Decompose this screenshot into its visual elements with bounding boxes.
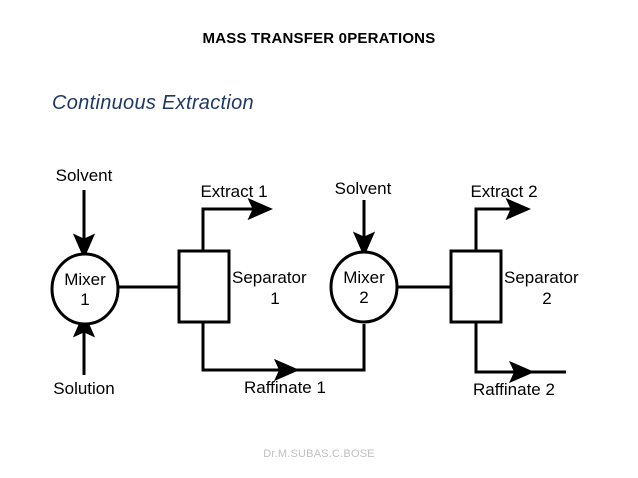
stage2-mixer-shape: [329, 250, 399, 324]
stage2-separator-label-line1: Separator: [504, 268, 579, 287]
slide-footer-credit: Dr.M.SUBAS.C.BOSE: [263, 448, 375, 460]
stage1-raffinate-label: Raffinate 1: [244, 378, 326, 397]
stage1-extract-label: Extract 1: [200, 182, 267, 201]
slide-subtitle: Continuous Extraction: [52, 92, 254, 114]
stage1-solvent-label: Solvent: [56, 166, 113, 185]
stage2-mixer-label-line2: 2: [359, 288, 368, 307]
stage1-separator-label-line2: 1: [270, 289, 279, 308]
stage1-separator-shape: [177, 249, 231, 324]
stage1-mixer-shape: [50, 252, 120, 326]
stage2-solvent-label: Solvent: [335, 179, 392, 198]
stage2-raffinate-path: [474, 322, 566, 374]
stage1-raffinate-path: [201, 322, 366, 372]
stage1-mixer-label-line2: 1: [80, 290, 89, 309]
continuous-extraction-diagram: Solvent Solution Mixer 1 Separator 1 Ext…: [50, 166, 579, 399]
stage1-extract-outlet-path: [201, 197, 273, 251]
stage2-extract-outlet-path: [474, 197, 531, 251]
stage2-separator-label-line2: 2: [542, 289, 551, 308]
stage2-separator-shape: [449, 249, 503, 324]
stage2-extract-label: Extract 2: [470, 182, 537, 201]
stage1-separator-label-line1: Separator: [232, 268, 307, 287]
page-title: MASS TRANSFER 0PERATIONS: [202, 30, 436, 47]
stage2-mixer-label-line1: Mixer: [343, 268, 385, 287]
stage1-solution-label: Solution: [53, 379, 114, 398]
stage1-mixer-label-line1: Mixer: [64, 270, 106, 289]
stage2-raffinate-label: Raffinate 2: [473, 380, 555, 399]
